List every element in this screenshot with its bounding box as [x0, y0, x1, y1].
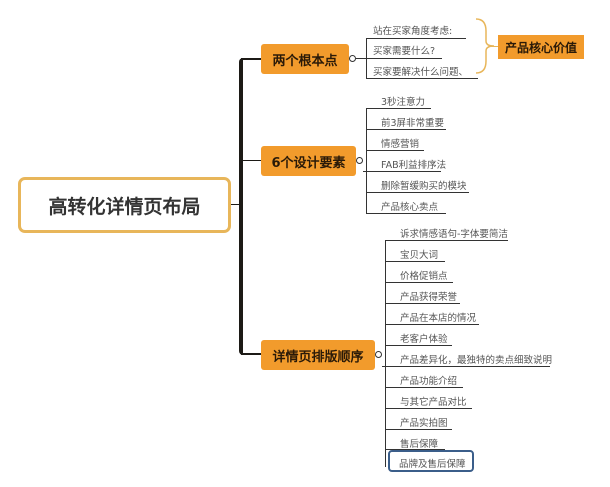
sub-item[interactable]: 站在买家角度考虑:	[373, 26, 453, 37]
sub-item-label: 品牌及售后保障	[399, 459, 466, 470]
underline	[366, 150, 424, 151]
sub-item[interactable]: 买家要解决什么问题、	[373, 67, 469, 78]
sub-connector	[366, 108, 367, 213]
branch-label: 6个设计要素	[271, 155, 346, 171]
underline	[363, 171, 441, 172]
sub-connector	[385, 240, 386, 467]
branch-six-design-elements[interactable]: 6个设计要素	[261, 146, 356, 176]
root-label: 高转化详情页布局	[48, 195, 201, 218]
connector-branch-2	[241, 160, 261, 161]
underline	[385, 449, 445, 450]
underline	[385, 261, 445, 262]
underline	[366, 129, 446, 130]
underline	[356, 58, 442, 59]
sub-item[interactable]: 价格促销点	[400, 271, 448, 282]
underline	[385, 240, 508, 241]
sub-item[interactable]: 老客户体验	[400, 334, 448, 345]
underline	[385, 387, 463, 388]
sub-item[interactable]: 产品获得荣誉	[400, 292, 458, 303]
sub-item[interactable]: 3秒注意力	[381, 97, 426, 108]
underline	[385, 408, 472, 409]
sub-item[interactable]: 删除暂缓购买的模块	[381, 181, 467, 192]
underline	[366, 192, 469, 193]
underline	[385, 303, 460, 304]
sub-item[interactable]: 产品功能介绍	[400, 376, 458, 387]
sub-item[interactable]: 产品实拍图	[400, 418, 448, 429]
underline	[366, 38, 466, 39]
connector-branch-3	[241, 353, 261, 355]
main-spine	[239, 58, 243, 355]
sub-item[interactable]: 与其它产品对比	[400, 397, 467, 408]
branch-layout-order[interactable]: 详情页排版顺序	[261, 340, 375, 370]
root-node[interactable]: 高转化详情页布局	[18, 177, 231, 233]
underline	[385, 324, 479, 325]
sub-item[interactable]: 前3屏非常重要	[381, 118, 445, 129]
sub-item[interactable]: 产品在本店的情况	[400, 313, 477, 324]
summary-label: 产品核心价值	[504, 40, 577, 55]
connector-branch-1	[241, 58, 261, 60]
sub-item[interactable]: 宝贝大词	[400, 250, 439, 261]
underline	[382, 366, 550, 367]
underline	[385, 429, 452, 430]
sub-item[interactable]: 产品核心卖点	[381, 202, 439, 213]
collapse-toggle-icon[interactable]	[349, 55, 356, 62]
collapse-toggle-icon[interactable]	[375, 351, 382, 358]
collapse-toggle-icon[interactable]	[356, 157, 363, 164]
sub-item[interactable]: 情感营销	[381, 139, 420, 150]
root-connector	[231, 204, 240, 205]
branch-label: 详情页排版顺序	[272, 349, 364, 365]
underline	[366, 78, 478, 79]
underline	[385, 345, 452, 346]
underline	[366, 108, 431, 109]
selected-sub-item[interactable]: 品牌及售后保障	[388, 450, 474, 472]
underline	[366, 213, 446, 214]
sub-item[interactable]: 售后保障	[400, 439, 439, 450]
sub-item[interactable]: 买家需要什么?	[373, 46, 436, 57]
underline	[385, 282, 453, 283]
branch-two-fundamentals[interactable]: 两个根本点	[261, 44, 349, 74]
sub-item[interactable]: 产品差异化，最独特的卖点细致说明	[400, 355, 553, 366]
summary-connector	[490, 46, 498, 47]
sub-item[interactable]: 诉求情感语句-字体要简洁	[400, 229, 508, 240]
sub-item[interactable]: FAB利益排序法	[381, 160, 447, 171]
branch-label: 两个根本点	[272, 53, 338, 69]
summary-node[interactable]: 产品核心价值	[498, 35, 584, 59]
